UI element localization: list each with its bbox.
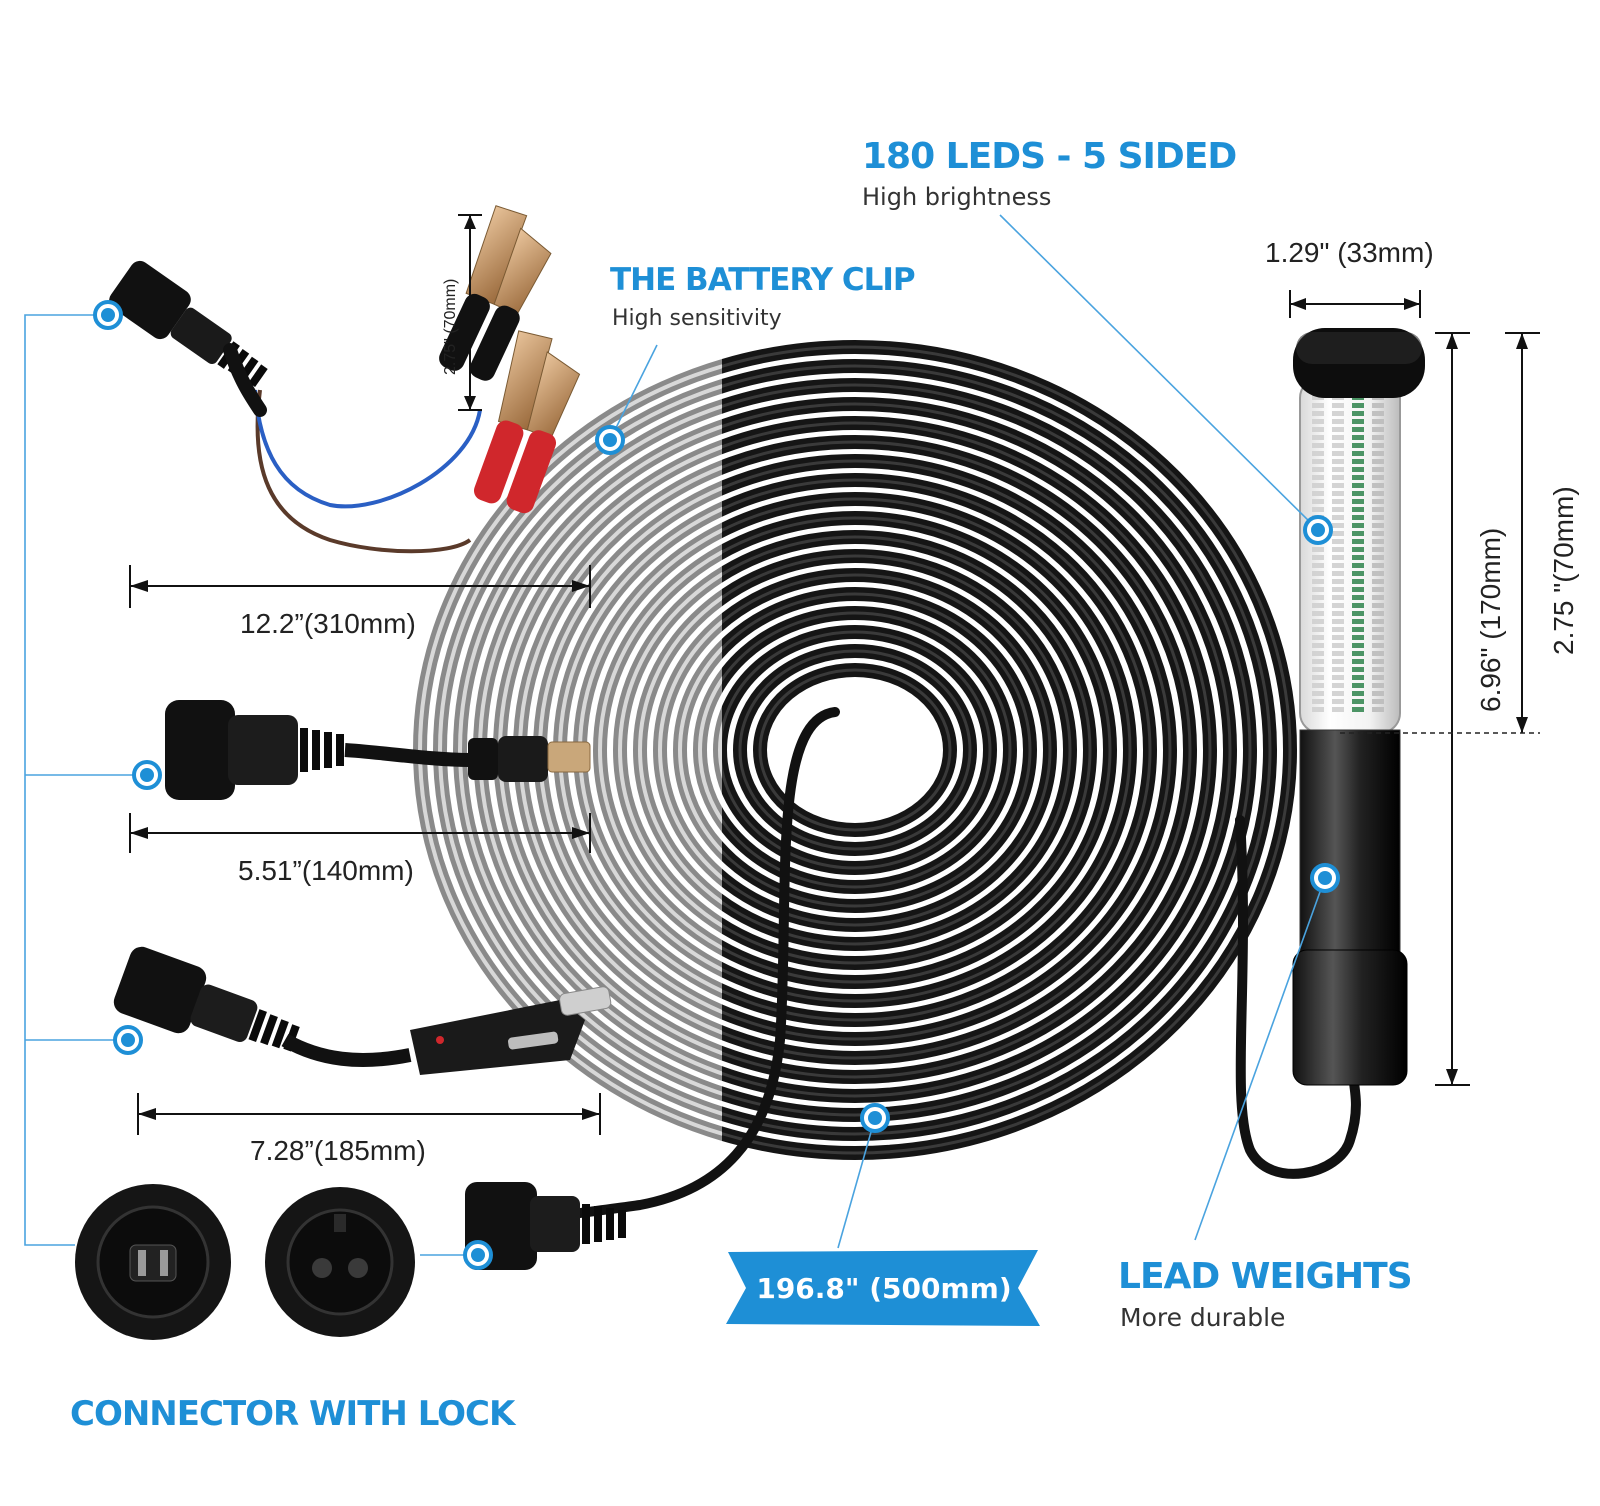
callout-dot-icon bbox=[595, 425, 625, 455]
connector-male-icon bbox=[75, 1184, 231, 1340]
coiled-cable bbox=[413, 340, 1361, 1225]
dc-plug-icon bbox=[165, 700, 591, 800]
callout-dot-icon bbox=[132, 760, 162, 790]
callout-dot-icon bbox=[860, 1103, 890, 1133]
lead-weights-title: LEAD WEIGHTS bbox=[1118, 1256, 1412, 1297]
dim-dc-cable: 5.51”(140mm) bbox=[238, 855, 414, 886]
callout-dot-icon bbox=[1303, 515, 1333, 545]
connector-title: CONNECTOR WITH LOCK bbox=[70, 1394, 517, 1434]
led-feature-subtitle: High brightness bbox=[862, 183, 1051, 211]
led-feature-title: 180 LEDS - 5 SIDED bbox=[862, 136, 1236, 177]
callout-dot-icon bbox=[463, 1240, 493, 1270]
dim-led-section: 2.75 "(70mm) bbox=[1548, 486, 1579, 655]
battery-clip-subtitle: High sensitivity bbox=[612, 306, 782, 331]
dim-lines bbox=[129, 214, 1540, 1135]
callout-dot-icon bbox=[1310, 863, 1340, 893]
dim-cig-cable: 7.28”(185mm) bbox=[250, 1135, 426, 1166]
dim-tube-length: 6.96" (170mm) bbox=[1475, 528, 1506, 712]
left-bracket-leader bbox=[24, 314, 140, 1246]
cable-leader-line bbox=[837, 1117, 876, 1249]
battery-clip-height-dim: 2.75" (70mm) bbox=[442, 279, 459, 375]
cigarette-plug-icon bbox=[113, 946, 612, 1075]
callout-dot-icon bbox=[113, 1025, 143, 1055]
lead-weights-subtitle: More durable bbox=[1120, 1303, 1285, 1332]
led-leader-line bbox=[999, 214, 1319, 531]
battery-clip-icon bbox=[109, 205, 581, 554]
light-tube-icon bbox=[1292, 328, 1425, 1086]
cable-length-badge: 196.8" (500mm) bbox=[726, 1250, 1040, 1326]
dim-clip-cable: 12.2”(310mm) bbox=[240, 608, 416, 639]
connector-female-icon bbox=[265, 1187, 415, 1337]
clip-leader-line bbox=[609, 344, 658, 441]
dim-tube-diameter: 1.29" (33mm) bbox=[1265, 237, 1434, 268]
cable-length-text: 196.8" (500mm) bbox=[756, 1272, 1011, 1305]
weights-leader-line bbox=[1194, 877, 1326, 1241]
battery-clip-title: THE BATTERY CLIP bbox=[610, 262, 915, 298]
callout-dot-icon bbox=[93, 300, 123, 330]
